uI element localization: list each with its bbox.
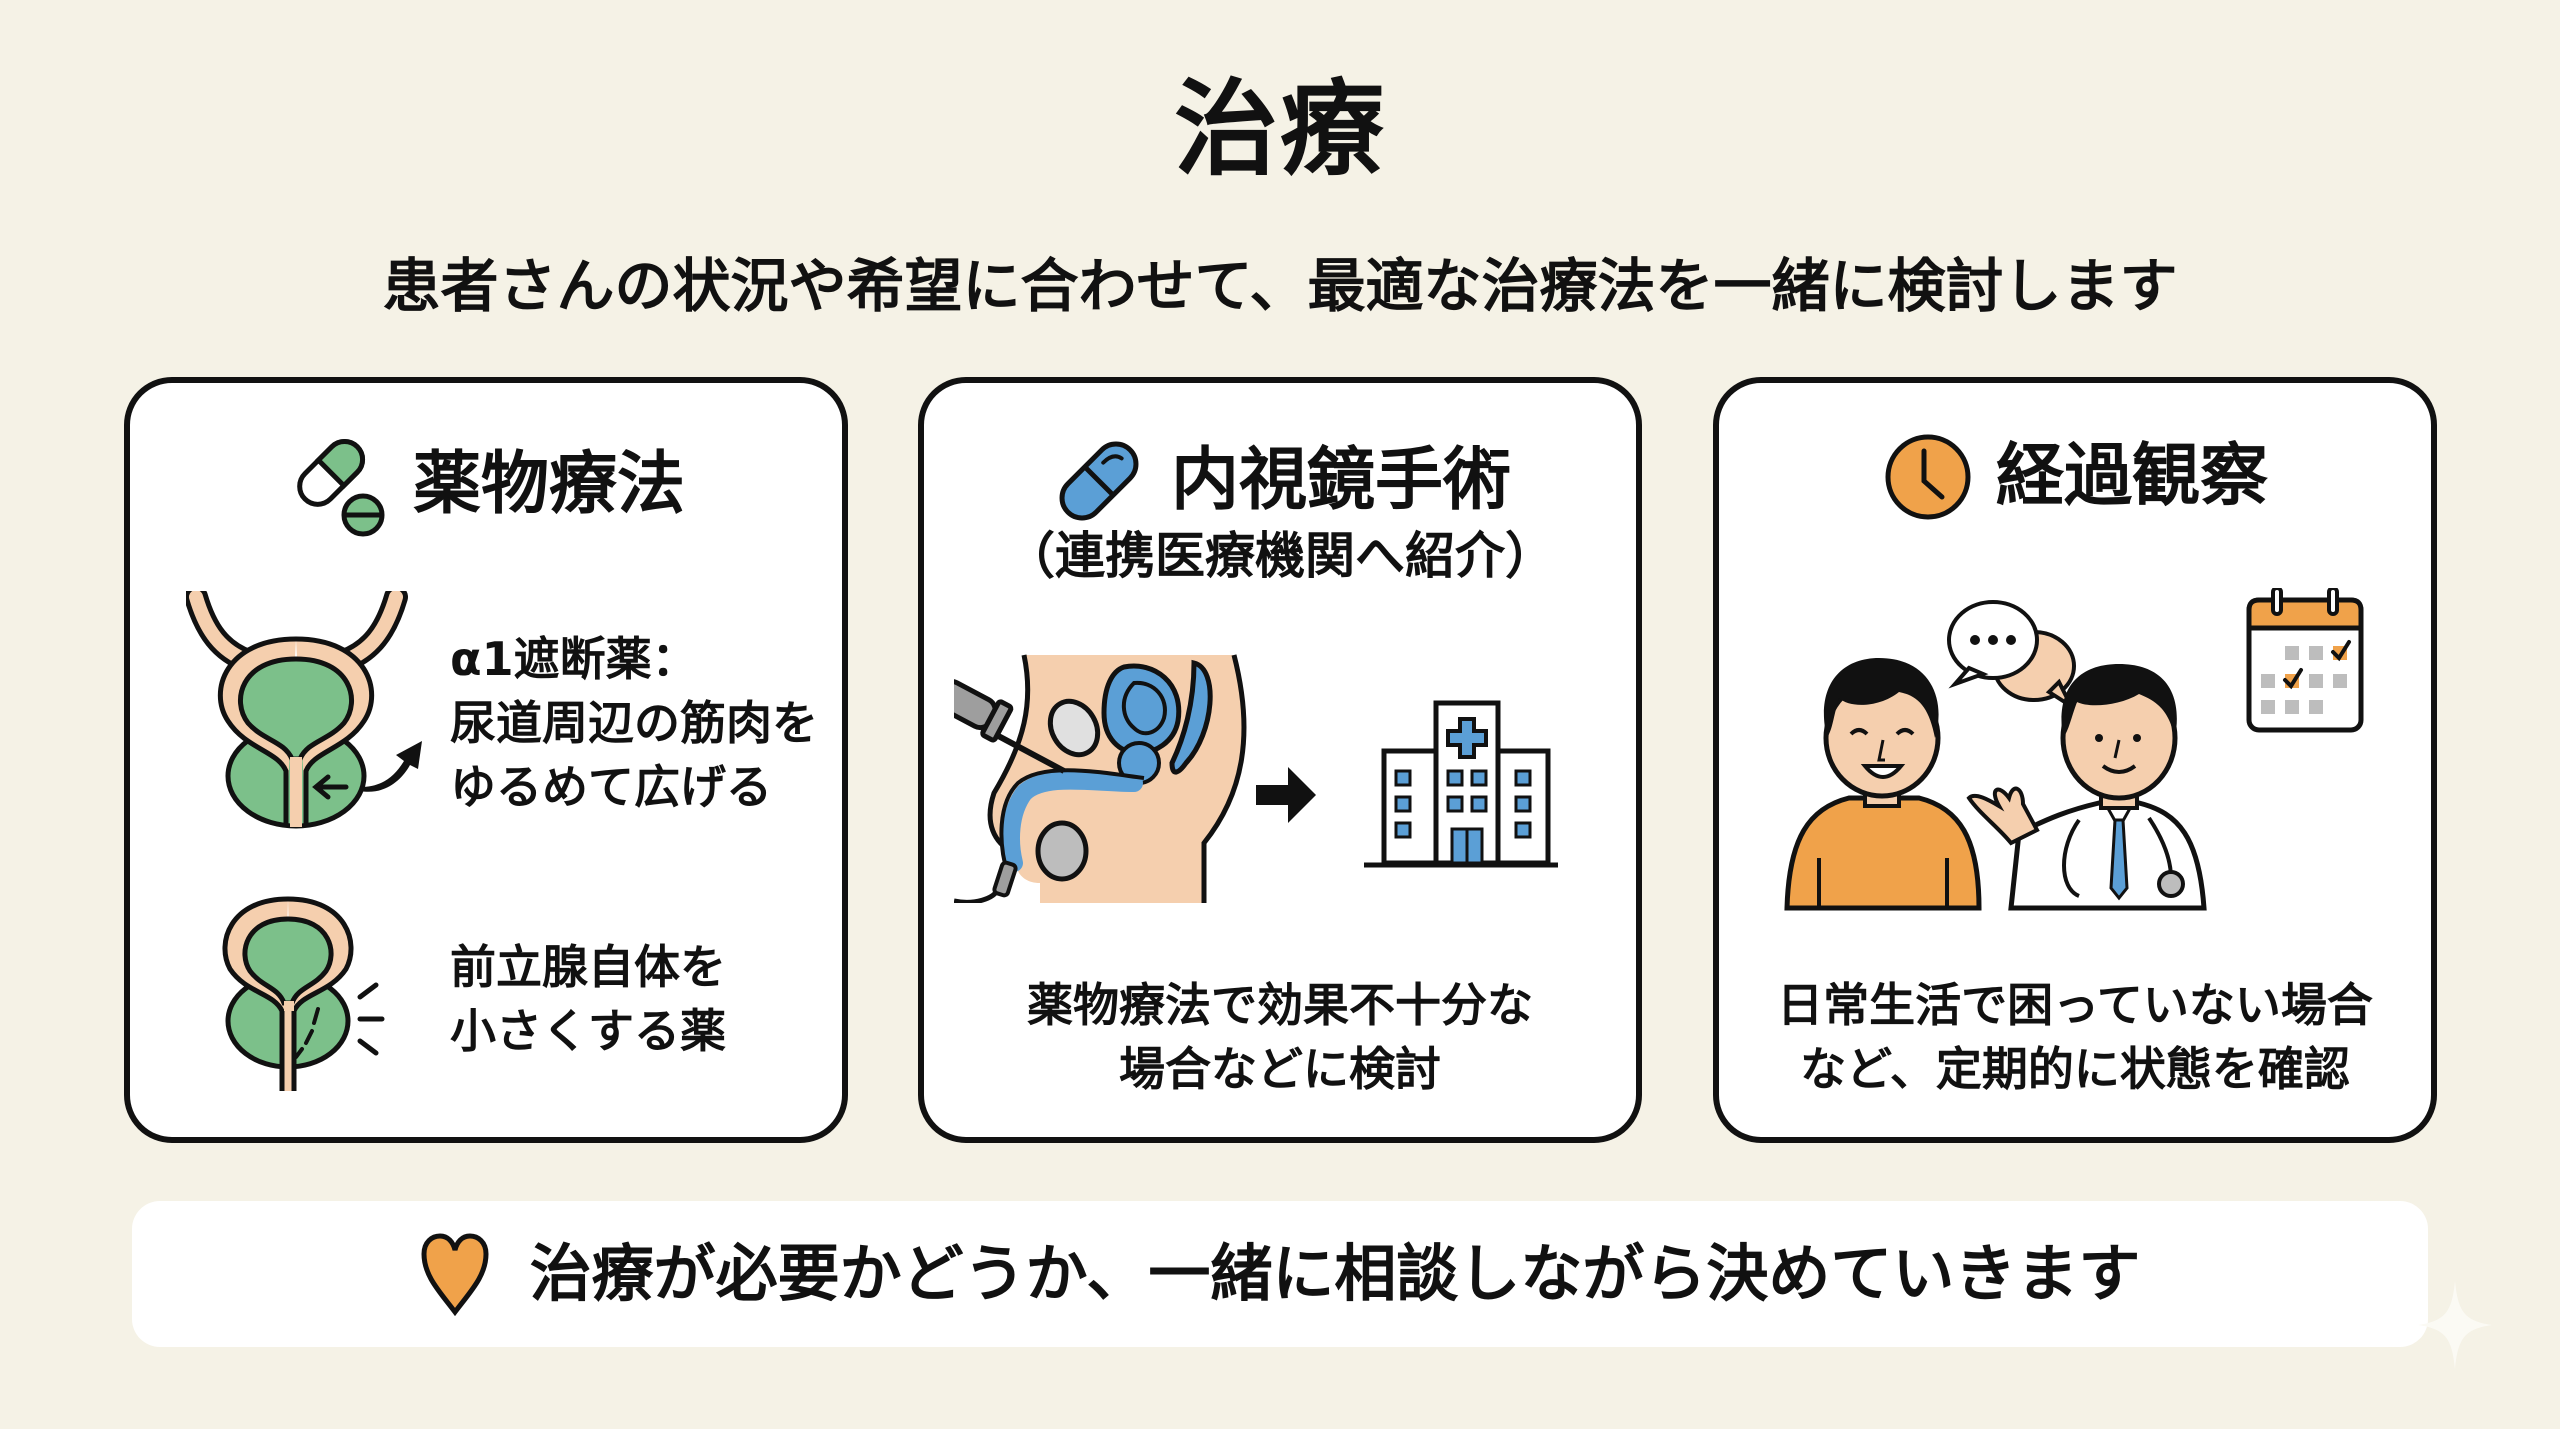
card-title: 内視鏡手術	[1170, 441, 1511, 520]
alpha-blocker-description: α1遮断薬： 尿道周辺の筋肉を ゆるめて広げる	[450, 632, 818, 814]
capsule-icon	[1059, 441, 1139, 521]
clock-icon	[1885, 434, 1971, 520]
card-endoscopic-surgery: 内視鏡手術 （連携医療機関へ紹介）	[918, 377, 1642, 1143]
prostate-shrink-illustration	[222, 896, 385, 1091]
bladder-prostate-relax-illustration	[186, 591, 422, 829]
pill-capsule-icon	[297, 438, 385, 537]
card-medication: 薬物療法 α1遮断薬： 尿道周辺の筋肉を ゆるめて広げる	[124, 377, 848, 1143]
patient-doctor-calendar-illustration	[1784, 588, 2364, 911]
card-subtitle: （連携医療機関へ紹介）	[1005, 527, 1555, 585]
heart-icon	[421, 1233, 489, 1316]
watchful-waiting-description: 日常生活で困っていない場合 など、定期的に状態を確認	[1777, 978, 2373, 1096]
card-header: 経過観察	[1719, 431, 2431, 523]
endoscope-to-hospital-illustration	[954, 654, 1558, 903]
card-watchful-waiting: 経過観察	[1713, 377, 2437, 1143]
endoscopic-description: 薬物療法で効果不十分な 場合などに検討	[1027, 978, 1533, 1096]
page-subtitle: 患者さんの状況や希望に合わせて、最適な治療法を一緒に検討します	[382, 252, 2178, 320]
consultation-banner: 治療が必要かどうか、一緒に相談しながら決めていきます	[132, 1201, 2428, 1347]
banner-text: 治療が必要かどうか、一緒に相談しながら決めていきます	[529, 1237, 2141, 1310]
card-title: 薬物療法	[412, 445, 685, 524]
card-header: 薬物療法	[130, 431, 842, 539]
prostate-shrink-description: 前立腺自体を 小さくする薬	[450, 940, 726, 1058]
sparkle-icon	[2418, 1281, 2492, 1369]
page-title: 治療	[1173, 68, 1386, 190]
card-header: 内視鏡手術	[924, 431, 1636, 531]
card-title: 経過観察	[1995, 437, 2268, 516]
